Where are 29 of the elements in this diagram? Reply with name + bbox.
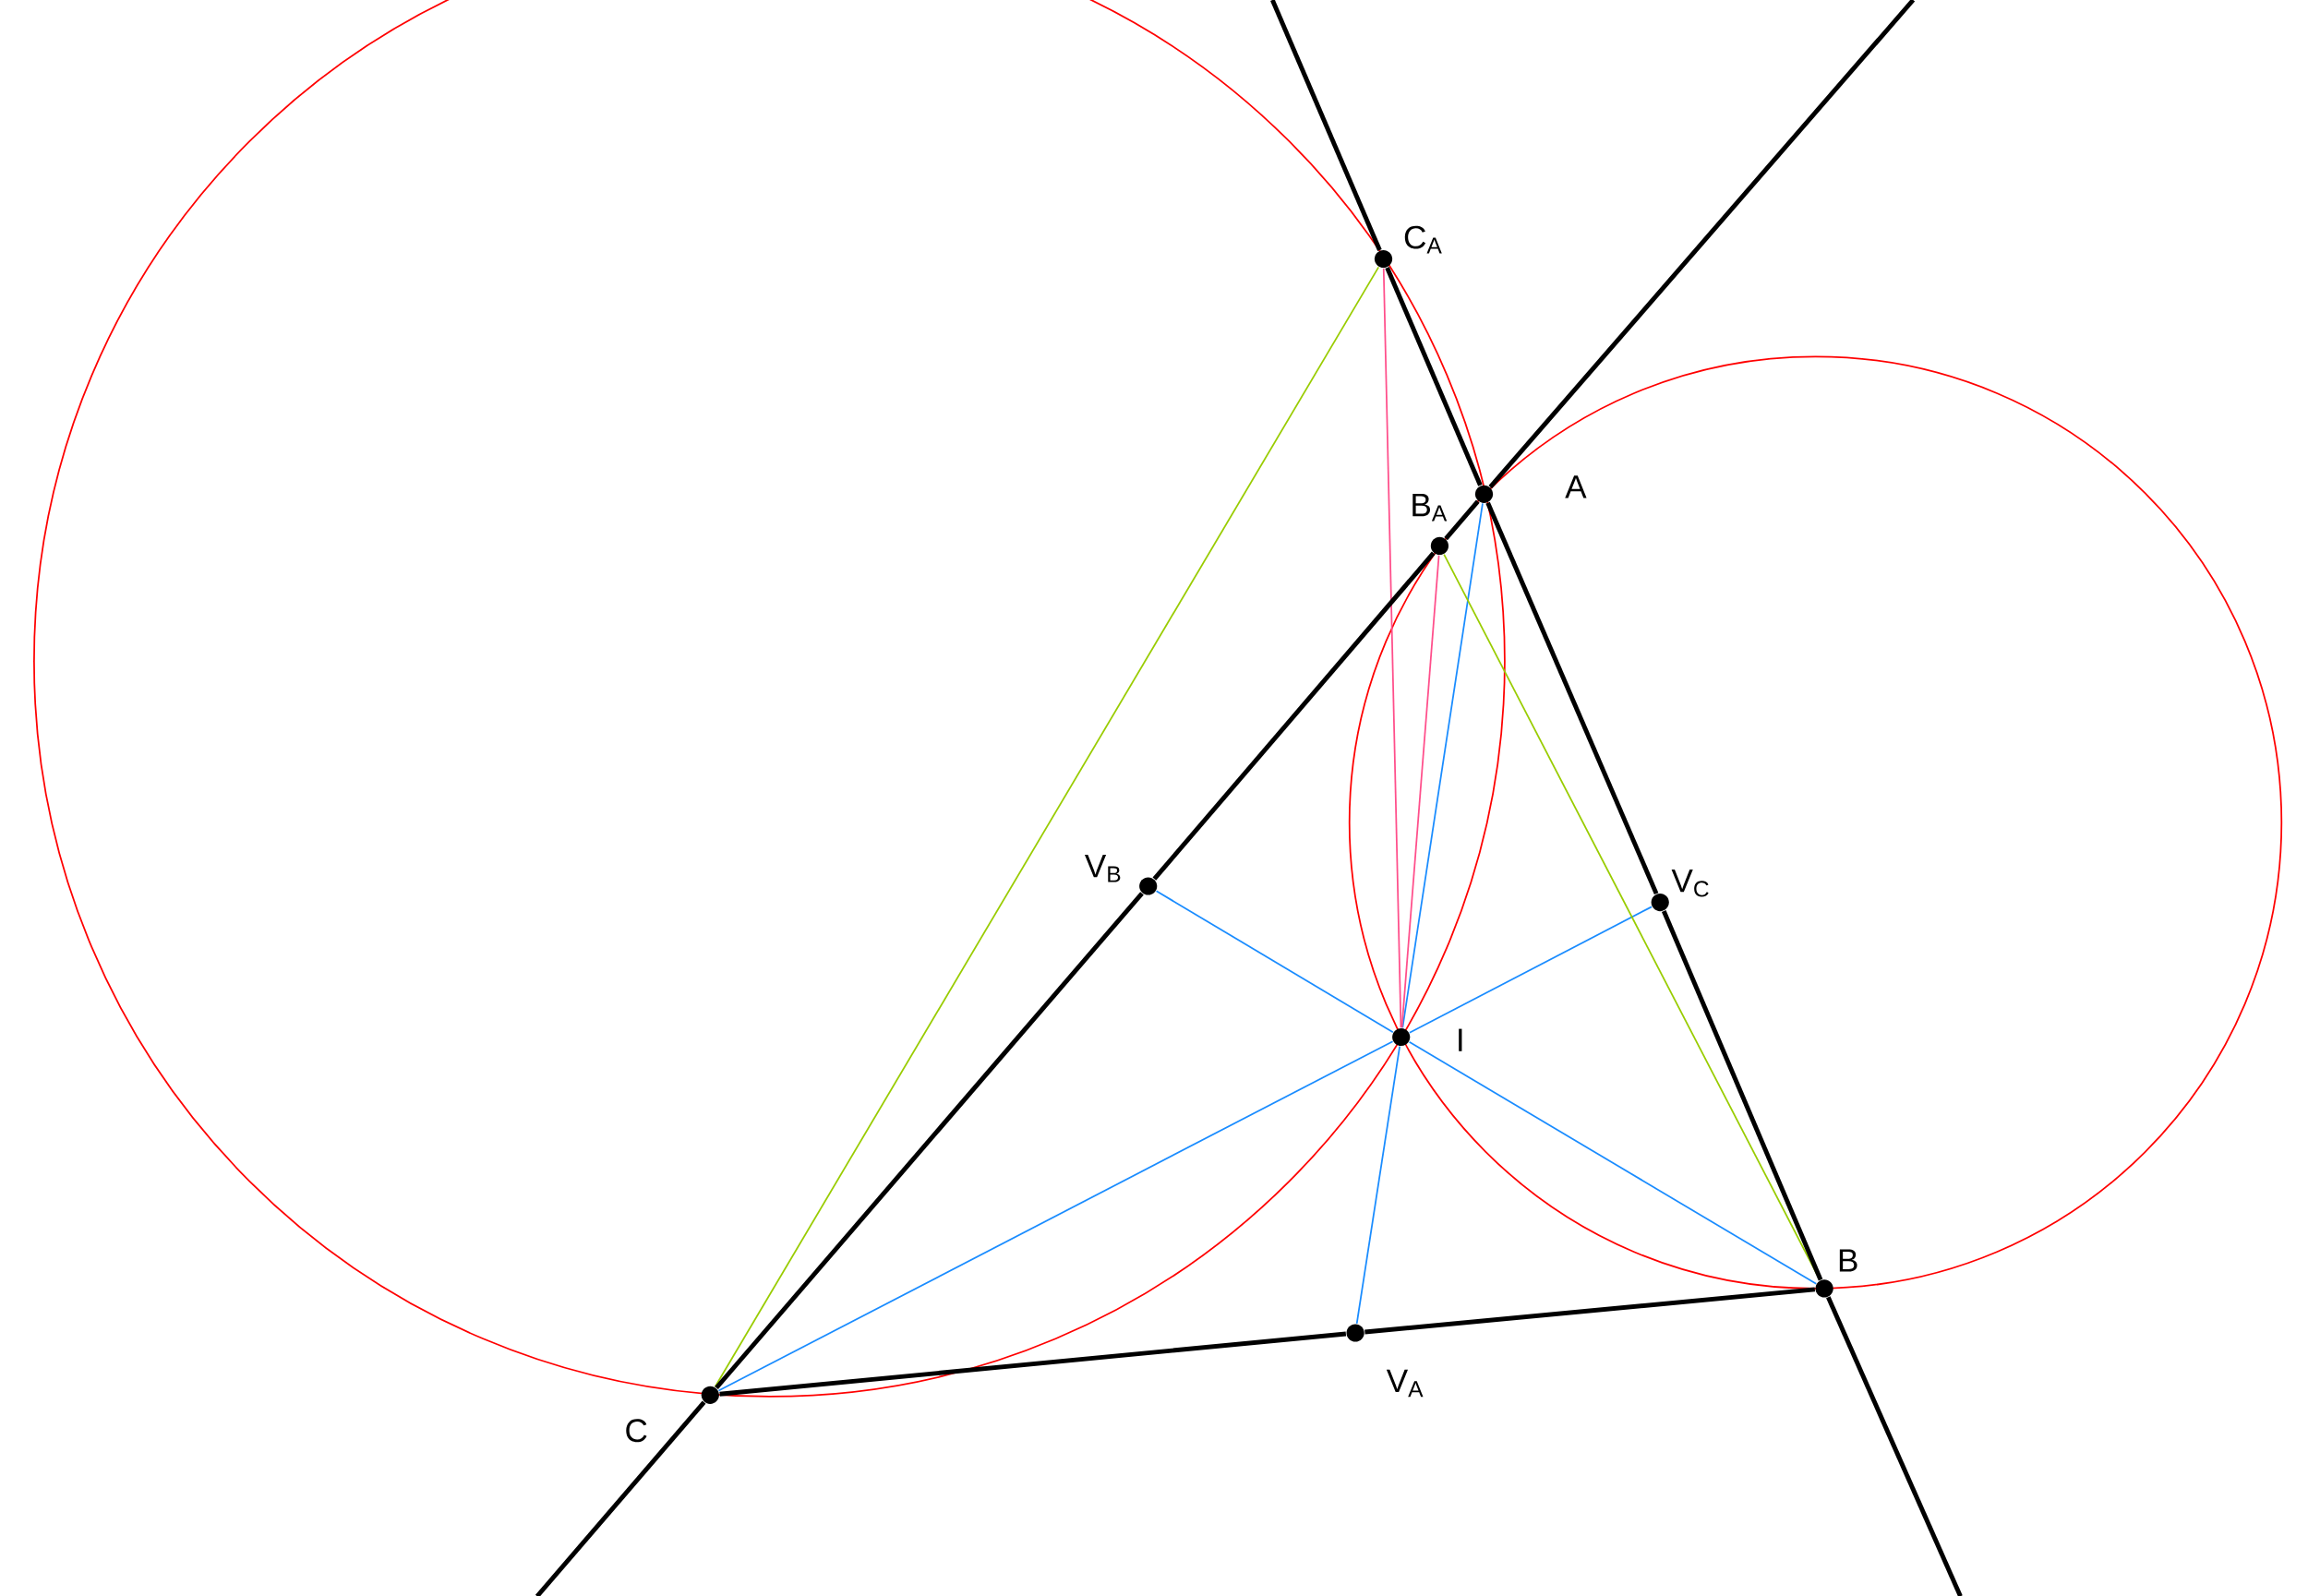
point-label: C$_{A}$ [1404,225,1442,254]
point-label: C [626,1419,647,1443]
line [719,1331,1347,1397]
line [1355,1045,1401,1325]
line [1400,554,1440,1028]
line [535,1400,706,1596]
line [1270,0,1382,251]
line [1408,1040,1818,1285]
point-label: B [1839,1249,1857,1272]
line [1408,906,1653,1034]
line [1444,499,1480,541]
point-label: V$_{C}$ [1671,869,1709,897]
line [1385,266,1483,486]
line [1155,890,1394,1033]
line [1152,551,1436,881]
line [1382,267,1402,1028]
line [1401,502,1484,1029]
line [1661,909,1823,1281]
line [715,892,1144,1389]
line [1364,1287,1816,1335]
point-label: B$_{A}$ [1412,493,1448,522]
line [717,1040,1394,1392]
point-label: V$_{A}$ [1386,1369,1424,1398]
line [1826,1296,1963,1596]
point-label: I [1459,1028,1462,1051]
line [1485,501,1659,894]
line [1488,0,1916,488]
point-label: V$_{B}$ [1084,854,1121,882]
point-label: A [1565,475,1587,498]
